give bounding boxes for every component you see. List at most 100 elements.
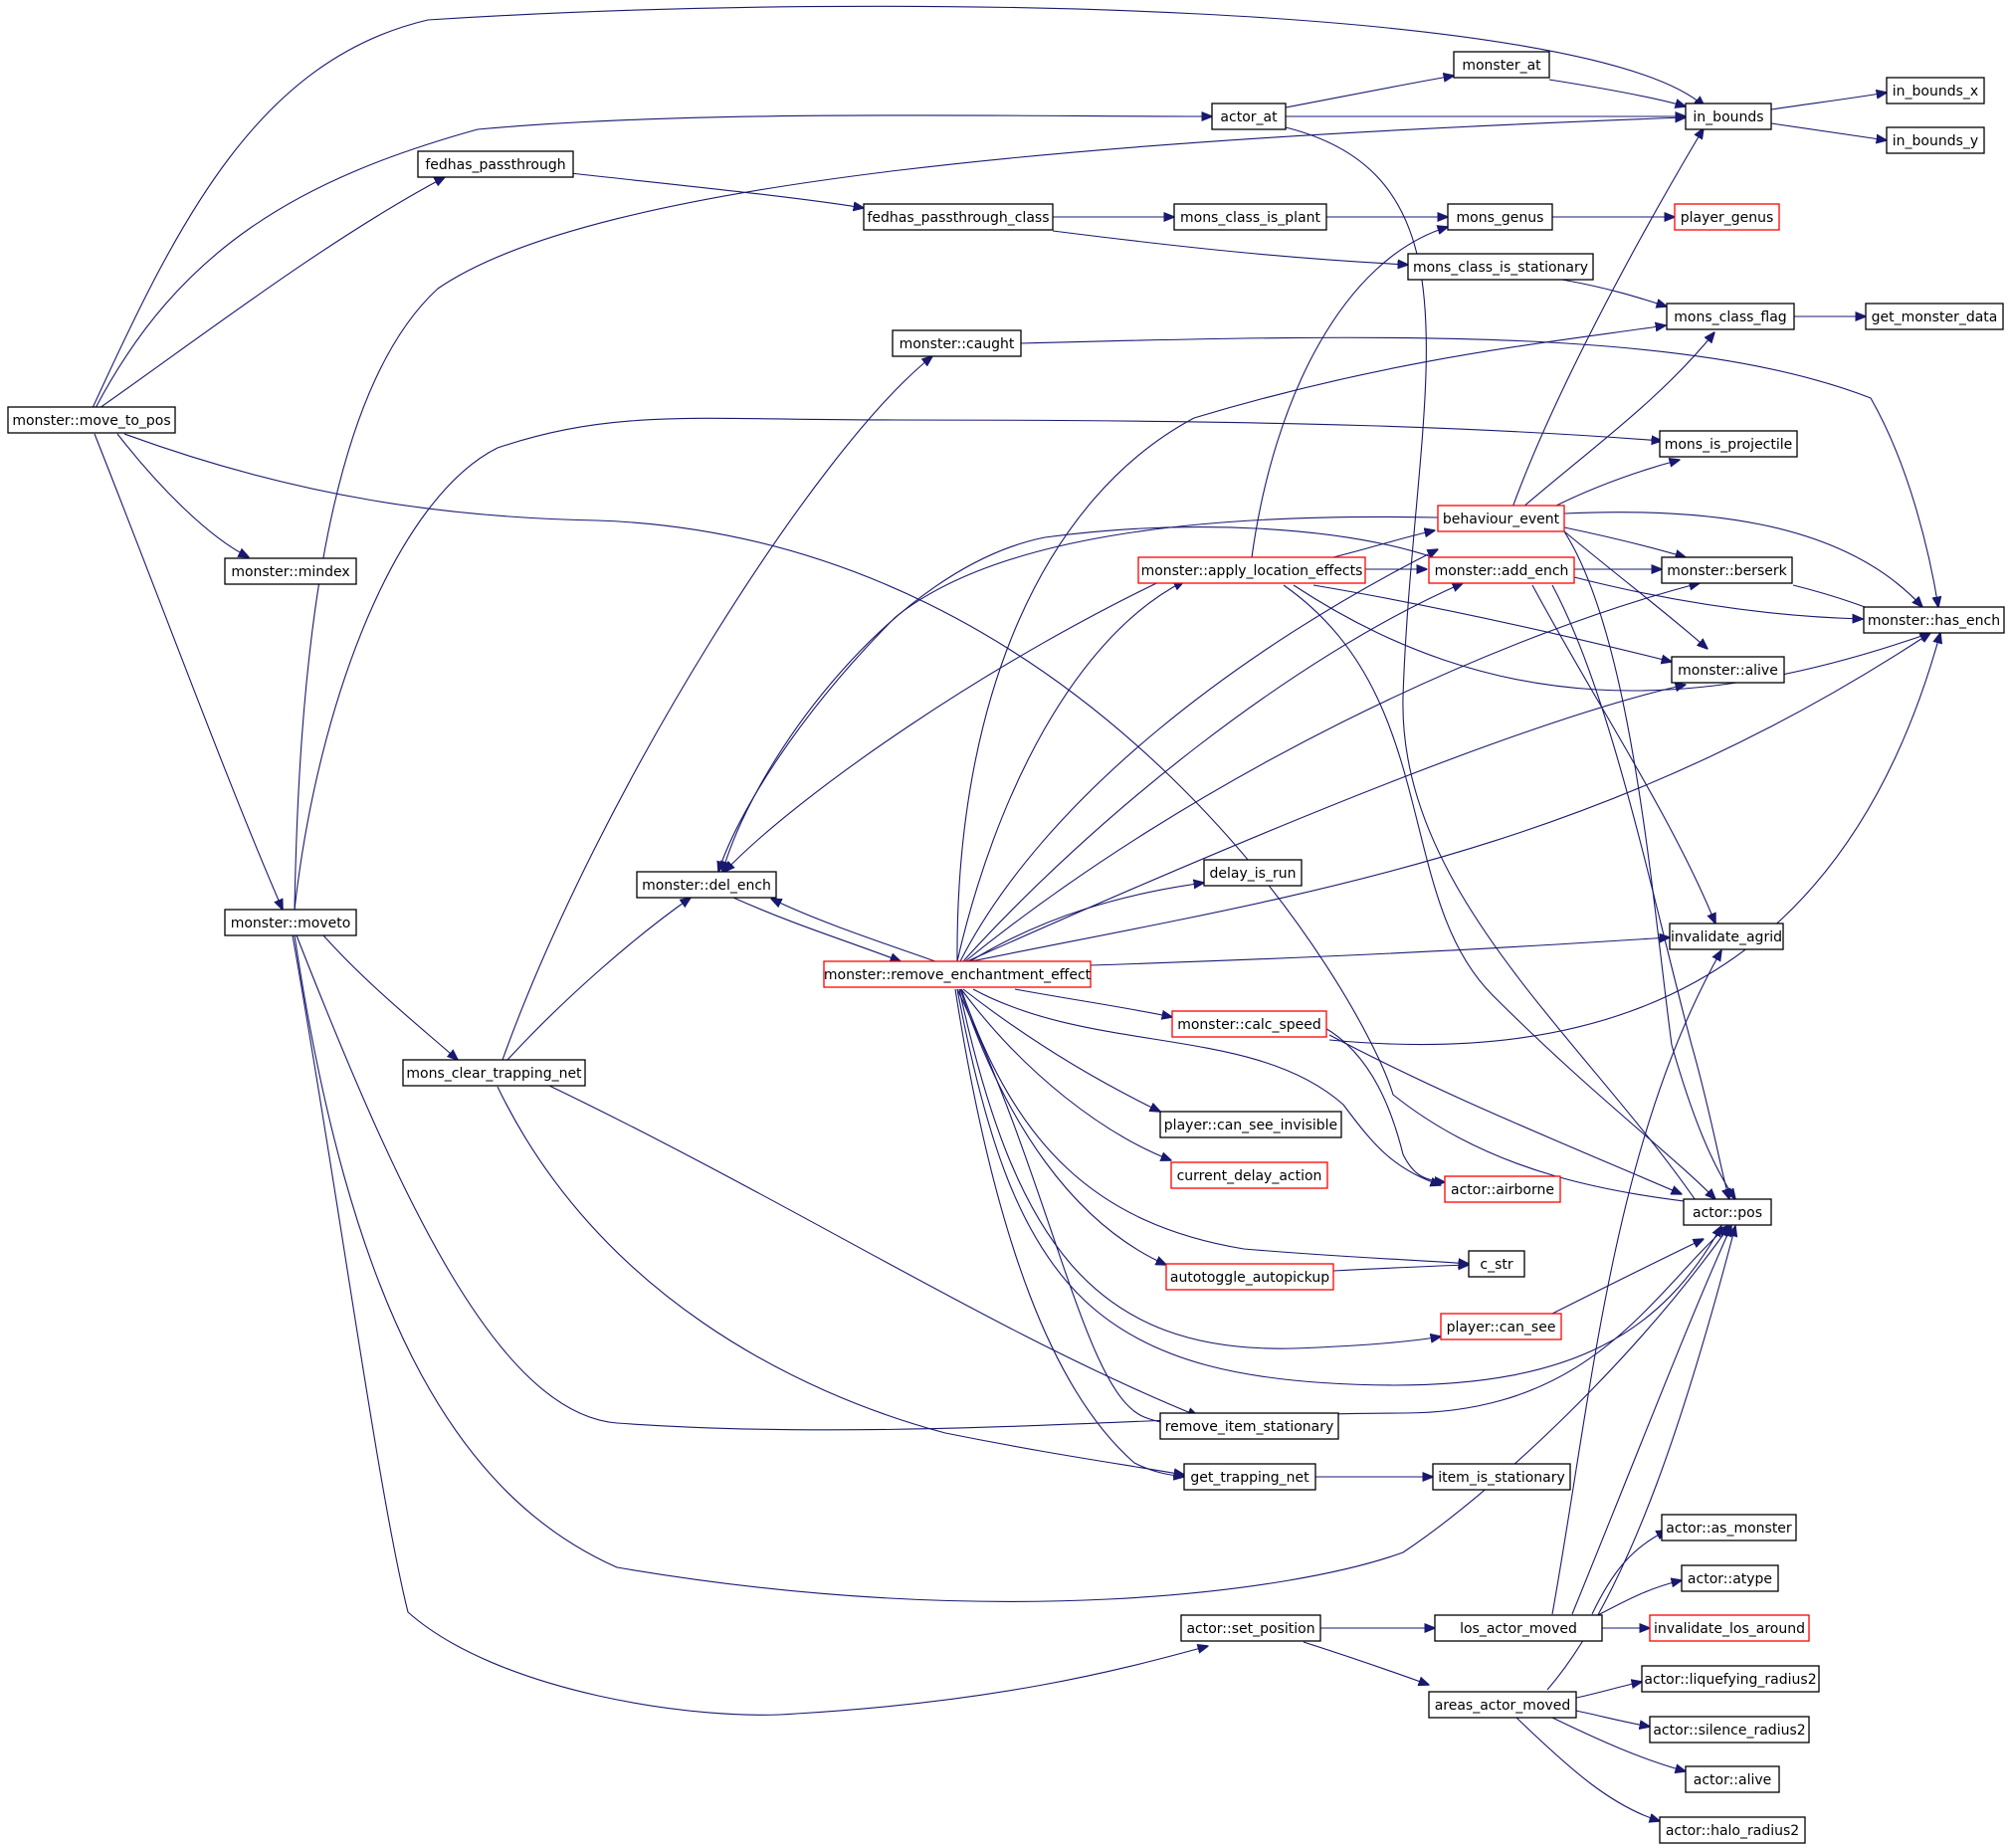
graph-node-actor-at[interactable]: actor_at bbox=[1211, 103, 1287, 130]
graph-node-mons-genus[interactable]: mons_genus bbox=[1447, 203, 1553, 231]
node-label: get_trapping_net bbox=[1190, 1470, 1309, 1486]
graph-node-beh[interactable]: behaviour_event bbox=[1437, 505, 1565, 532]
node-label: c_str bbox=[1480, 1257, 1512, 1273]
node-box bbox=[823, 960, 1092, 988]
graph-node-player-genus[interactable]: player_genus bbox=[1674, 203, 1780, 231]
graph-node-cda[interactable]: current_delay_action bbox=[1170, 1161, 1328, 1189]
node-box bbox=[7, 406, 176, 434]
graph-node-aam[interactable]: areas_actor_moved bbox=[1428, 1691, 1577, 1719]
graph-node-mip[interactable]: mons_is_projectile bbox=[1659, 430, 1798, 458]
edge-actor-at-to-monster-at bbox=[1285, 76, 1454, 108]
node-box bbox=[1685, 103, 1772, 130]
node-box bbox=[1211, 103, 1287, 130]
node-label: behaviour_event bbox=[1443, 512, 1560, 527]
graph-node-mcis[interactable]: mons_class_is_stationary bbox=[1407, 253, 1594, 281]
edge-aam-to-actor-alive bbox=[1551, 1717, 1686, 1771]
graph-node-berserk[interactable]: monster::berserk bbox=[1661, 556, 1793, 584]
node-label: remove_item_stationary bbox=[1165, 1419, 1334, 1435]
edge-ale-to-pos bbox=[1283, 584, 1715, 1199]
graph-node-add-ench[interactable]: monster::add_ench bbox=[1428, 556, 1575, 584]
node-label: monster::apply_location_effects bbox=[1141, 563, 1363, 579]
edge-caught-to-has-ench bbox=[1020, 336, 1938, 607]
edge-ree-to-get-trapping-net bbox=[954, 988, 1184, 1477]
graph-node-move-to-pos[interactable]: monster::move_to_pos bbox=[7, 406, 176, 434]
graph-node-pcsi[interactable]: player::can_see_invisible bbox=[1159, 1111, 1342, 1138]
edge-ree-to-behaviour-event bbox=[959, 549, 1438, 962]
graph-node-gtn[interactable]: get_trapping_net bbox=[1183, 1463, 1316, 1491]
node-label: invalidate_los_around bbox=[1654, 1621, 1805, 1637]
node-box bbox=[1159, 1412, 1339, 1440]
graph-node-caught[interactable]: monster::caught bbox=[892, 329, 1022, 357]
graph-node-ila[interactable]: invalidate_los_around bbox=[1649, 1614, 1810, 1642]
graph-node-ree[interactable]: monster::remove_enchantment_effect bbox=[823, 960, 1092, 988]
graph-node-iis[interactable]: item_is_stationary bbox=[1432, 1463, 1571, 1491]
graph-node-as-monster[interactable]: actor::as_monster bbox=[1661, 1514, 1797, 1541]
graph-node-fedhas-passthrough[interactable]: fedhas_passthrough bbox=[417, 150, 574, 178]
graph-node-delay-run[interactable]: delay_is_run bbox=[1203, 859, 1303, 887]
node-box bbox=[1649, 1716, 1810, 1744]
node-box bbox=[1440, 1313, 1562, 1340]
node-label: player_genus bbox=[1681, 210, 1774, 226]
graph-node-alive-m[interactable]: monster::alive bbox=[1671, 656, 1785, 684]
call-edges bbox=[92, 5, 1940, 1821]
edge-ree-to-autotoggle-autopickup bbox=[959, 988, 1166, 1265]
edge-ale-to-has-ench bbox=[1293, 584, 1930, 692]
graph-node-lam[interactable]: los_actor_moved bbox=[1434, 1614, 1603, 1642]
graph-node-moveto[interactable]: monster::moveto bbox=[224, 909, 357, 936]
node-box bbox=[1685, 1765, 1780, 1793]
graph-node-pos[interactable]: actor::pos bbox=[1683, 1198, 1772, 1226]
graph-node-airborne[interactable]: actor::airborne bbox=[1444, 1175, 1561, 1203]
graph-node-calc-speed[interactable]: monster::calc_speed bbox=[1171, 1010, 1327, 1038]
node-label: actor::as_monster bbox=[1666, 1521, 1792, 1537]
edge-ree-to-can-see-invisible bbox=[962, 988, 1160, 1112]
node-box bbox=[1468, 1250, 1525, 1278]
node-box bbox=[1165, 1263, 1334, 1291]
node-label: actor::atype bbox=[1688, 1571, 1772, 1587]
graph-node-c-str[interactable]: c_str bbox=[1468, 1250, 1525, 1278]
graph-node-in-bounds[interactable]: in_bounds bbox=[1685, 103, 1772, 130]
node-box bbox=[1432, 1463, 1571, 1491]
node-box bbox=[1659, 1816, 1806, 1844]
edge-ale-to-alive bbox=[1312, 584, 1672, 662]
graph-node-halo[interactable]: actor::halo_radius2 bbox=[1659, 1816, 1806, 1844]
node-label: delay_is_run bbox=[1210, 866, 1297, 882]
graph-node-in-bounds-x[interactable]: in_bounds_x bbox=[1886, 77, 1985, 104]
node-box bbox=[224, 557, 357, 585]
graph-node-liq[interactable]: actor::liquefying_radius2 bbox=[1641, 1665, 1820, 1693]
edge-ale-to-mons-genus bbox=[1251, 227, 1448, 558]
graph-node-set-pos[interactable]: actor::set_position bbox=[1180, 1614, 1321, 1642]
graph-node-inv-agrid[interactable]: invalidate_agrid bbox=[1669, 923, 1784, 950]
edge-ree-to-del-ench bbox=[771, 899, 936, 962]
node-box bbox=[1173, 203, 1327, 231]
graph-node-mcf[interactable]: mons_class_flag bbox=[1666, 303, 1795, 330]
graph-node-mindex[interactable]: monster::mindex bbox=[224, 557, 357, 585]
graph-node-aap[interactable]: autotoggle_autopickup bbox=[1165, 1263, 1334, 1291]
graph-node-ale[interactable]: monster::apply_location_effects bbox=[1137, 556, 1366, 584]
graph-node-gmd[interactable]: get_monster_data bbox=[1865, 303, 2004, 330]
node-box bbox=[1661, 556, 1793, 584]
graph-node-mctn[interactable]: mons_clear_trapping_net bbox=[402, 1059, 586, 1087]
graph-node-fedhas-pc[interactable]: fedhas_passthrough_class bbox=[863, 203, 1054, 231]
graph-node-pcs[interactable]: player::can_see bbox=[1440, 1313, 1562, 1340]
graph-node-del-ench[interactable]: monster::del_ench bbox=[636, 871, 777, 899]
node-box bbox=[1180, 1614, 1321, 1642]
edge-in-bounds-to-in-bounds-x bbox=[1770, 93, 1887, 110]
graph-node-ris[interactable]: remove_item_stationary bbox=[1159, 1412, 1339, 1440]
node-box bbox=[1669, 923, 1784, 950]
graph-node-sil[interactable]: actor::silence_radius2 bbox=[1649, 1716, 1810, 1744]
node-box bbox=[636, 871, 777, 899]
graph-node-alive-a[interactable]: actor::alive bbox=[1685, 1765, 1780, 1793]
edge-pcs-to-pos bbox=[1551, 1239, 1704, 1315]
edge-beh-to-has-ench bbox=[1563, 512, 1922, 607]
node-box bbox=[1137, 556, 1366, 584]
edge-ree-to-add-ench bbox=[962, 583, 1463, 962]
graph-node-monster-at[interactable]: monster_at bbox=[1453, 51, 1550, 79]
node-box bbox=[224, 909, 357, 936]
edge-aam-to-liquefying-radius2 bbox=[1575, 1682, 1642, 1699]
graph-node-has-ench[interactable]: monster::has_ench bbox=[1863, 606, 2005, 634]
graph-node-atype[interactable]: actor::atype bbox=[1681, 1564, 1779, 1592]
graph-node-mcip[interactable]: mons_class_is_plant bbox=[1173, 203, 1327, 231]
graph-node-in-bounds-y[interactable]: in_bounds_y bbox=[1886, 126, 1985, 154]
node-label: monster::del_ench bbox=[642, 878, 771, 894]
edge-calc-speed-to-airborne bbox=[1322, 1026, 1445, 1182]
